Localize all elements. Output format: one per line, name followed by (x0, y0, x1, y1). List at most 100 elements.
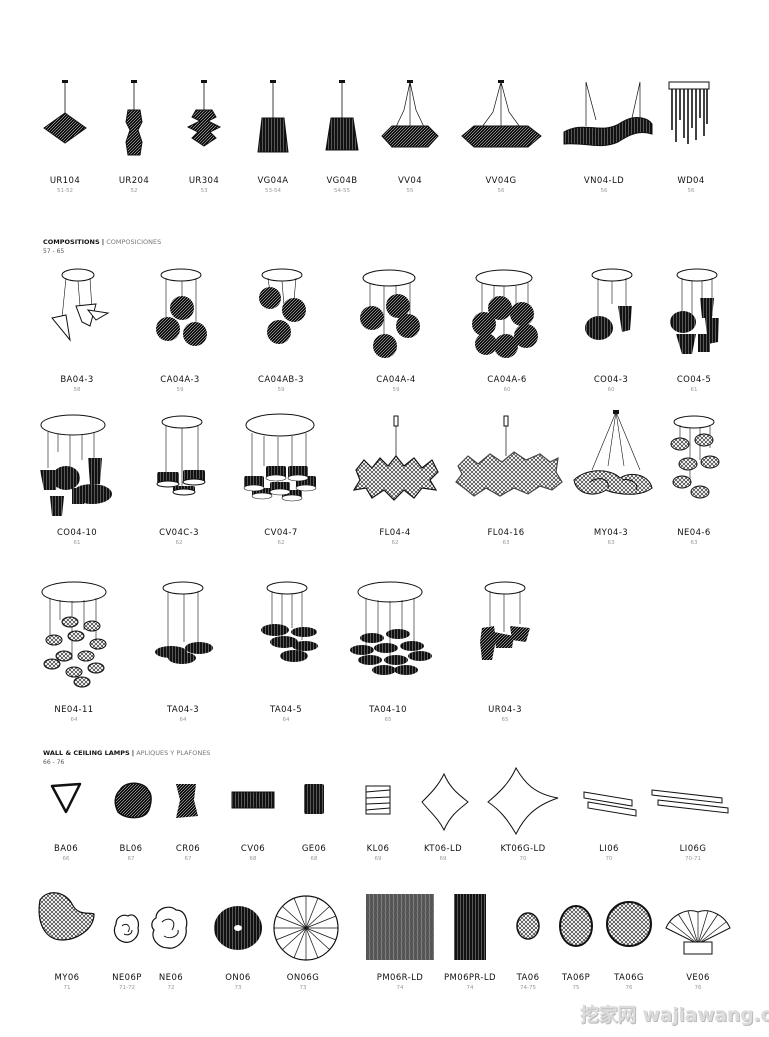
lamp-ne04-6-illustration (670, 415, 720, 499)
lamp-ne04-11-illustration (41, 581, 107, 688)
product-code: UR104 (49, 176, 81, 186)
product-page: 69 (374, 856, 382, 862)
product-page: 76 (694, 985, 702, 991)
lamp-ne06-illustration (151, 906, 188, 949)
product-code: ON06G (286, 973, 320, 983)
product-page: 72 (167, 985, 175, 991)
section-header-wall-ceiling: WALL & CEILING LAMPS | APLIQUES Y PLAFON… (43, 749, 210, 767)
product-code: ON06 (225, 973, 251, 983)
lamp-vv04-illustration (381, 80, 439, 148)
product-label: TA04-3 64 (143, 705, 223, 729)
product-page: 64 (179, 717, 187, 723)
product-page: 70 (519, 856, 527, 862)
product-page: 74 (396, 985, 404, 991)
product-page: 67 (127, 856, 135, 862)
lamp-kt06-ld-illustration (421, 772, 469, 832)
lamp-bl06-illustration (114, 782, 152, 819)
product-page: 70 (605, 856, 613, 862)
product-page: 65 (384, 717, 392, 723)
lamp-cr06-illustration (176, 784, 198, 818)
product-page: 60 (503, 387, 511, 393)
lamp-on06g-illustration (273, 895, 339, 961)
product-code: LI06 (599, 844, 619, 854)
product-label: UR304 53 (164, 176, 244, 200)
lamp-ca04a-3-illustration (156, 268, 207, 346)
lamp-kt06g-ld-illustration (487, 766, 559, 836)
section-page-range: 57 - 65 (43, 248, 65, 255)
product-code: FL04-4 (379, 528, 411, 538)
product-page: 63 (607, 540, 615, 546)
product-page: 62 (391, 540, 399, 546)
product-code: TA04-5 (269, 705, 303, 715)
product-code: BL06 (119, 844, 143, 854)
product-page: 56 (687, 188, 695, 194)
lamp-co04-5-illustration (670, 268, 719, 354)
product-code: KT06-LD (423, 844, 463, 854)
product-code: TA04-10 (369, 705, 407, 715)
product-label: KL06 69 (338, 844, 418, 868)
product-page: 74-75 (520, 985, 536, 991)
lamp-ta06p-illustration (559, 905, 593, 947)
lamp-ca04a-6-illustration (472, 269, 538, 358)
lamp-ge06-illustration (304, 784, 324, 814)
product-page: 60 (607, 387, 615, 393)
lamp-ta06g-illustration (606, 901, 652, 947)
product-code: CO04-10 (56, 528, 98, 538)
section-title: WALL & CEILING LAMPS (43, 749, 130, 757)
section-separator: | (101, 238, 105, 246)
product-code: UR204 (118, 176, 150, 186)
lamp-fl04-16-illustration (455, 415, 563, 497)
product-code: MY06 (54, 973, 80, 983)
product-code: KL06 (366, 844, 390, 854)
product-page: 62 (175, 540, 183, 546)
product-code: CV04C-3 (159, 528, 199, 538)
lamp-ca04a-4-illustration (360, 269, 420, 358)
section-header-compositions: COMPOSITIONS | COMPOSICIONES 57 - 65 (43, 238, 161, 256)
product-page: 63 (690, 540, 698, 546)
product-code: MY04-3 (593, 528, 629, 538)
product-page: 53 (200, 188, 208, 194)
product-code: UR304 (188, 176, 220, 186)
product-page: 68 (249, 856, 257, 862)
product-page: 63 (502, 540, 510, 546)
lamp-vg04a-illustration (257, 80, 289, 153)
product-label: UR204 52 (94, 176, 174, 200)
product-page: 52 (130, 188, 138, 194)
product-code: CA04A-3 (160, 375, 200, 385)
product-code: VN04-LD (583, 176, 625, 186)
product-label: FL04-4 62 (355, 528, 435, 552)
product-page: 56 (497, 188, 505, 194)
section-subtitle: APLIQUES Y PLAFONES (136, 749, 211, 757)
lamp-ca04ab-3-illustration (259, 268, 306, 344)
product-page: 53-54 (265, 188, 281, 194)
product-code: TA04-3 (166, 705, 200, 715)
product-page: 59 (277, 387, 285, 393)
lamp-pm06pr-ld-illustration (454, 894, 486, 960)
lamp-li06-illustration (583, 791, 637, 817)
lamp-li06g-illustration (651, 789, 729, 814)
product-page: 65 (501, 717, 509, 723)
product-code: NE06P (112, 973, 142, 983)
lamp-ba04-3-illustration (51, 268, 110, 342)
product-page: 74 (466, 985, 474, 991)
lamp-ta04-5-illustration (261, 581, 318, 662)
product-code: LI06G (679, 844, 707, 854)
lamp-wd04-illustration (668, 81, 710, 144)
